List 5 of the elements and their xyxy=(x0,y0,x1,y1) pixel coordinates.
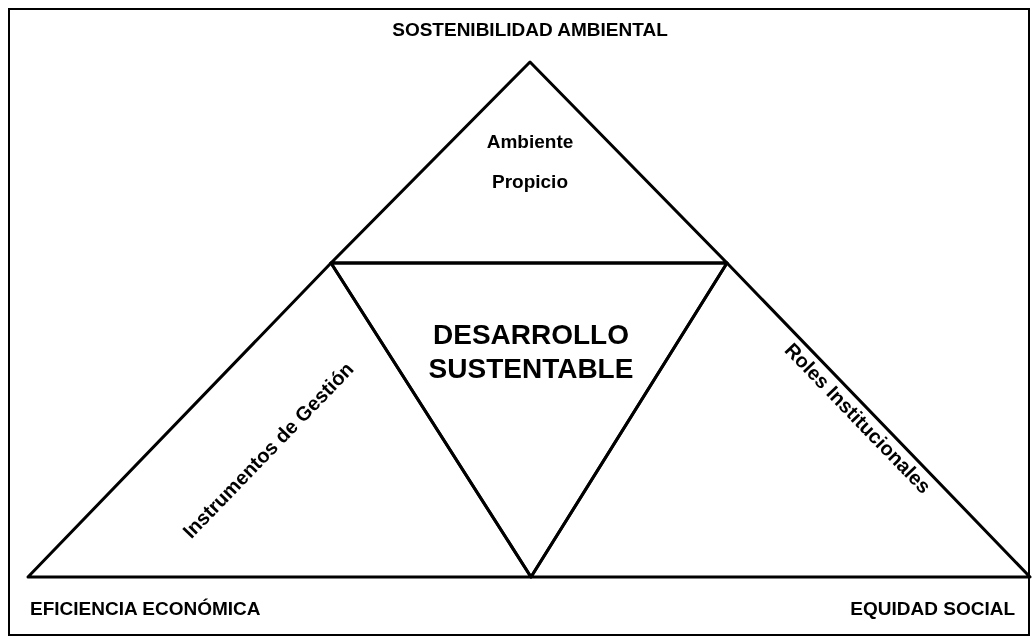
corner-label: EFICIENCIA ECONÓMICA xyxy=(30,598,261,620)
section-label: DESARROLLO SUSTENTABLE xyxy=(427,318,635,386)
section-label: Ambiente Propicio xyxy=(485,130,575,194)
corner-label: EQUIDAD SOCIAL xyxy=(850,598,1015,620)
corner-label: SOSTENIBILIDAD AMBIENTAL xyxy=(392,19,668,41)
